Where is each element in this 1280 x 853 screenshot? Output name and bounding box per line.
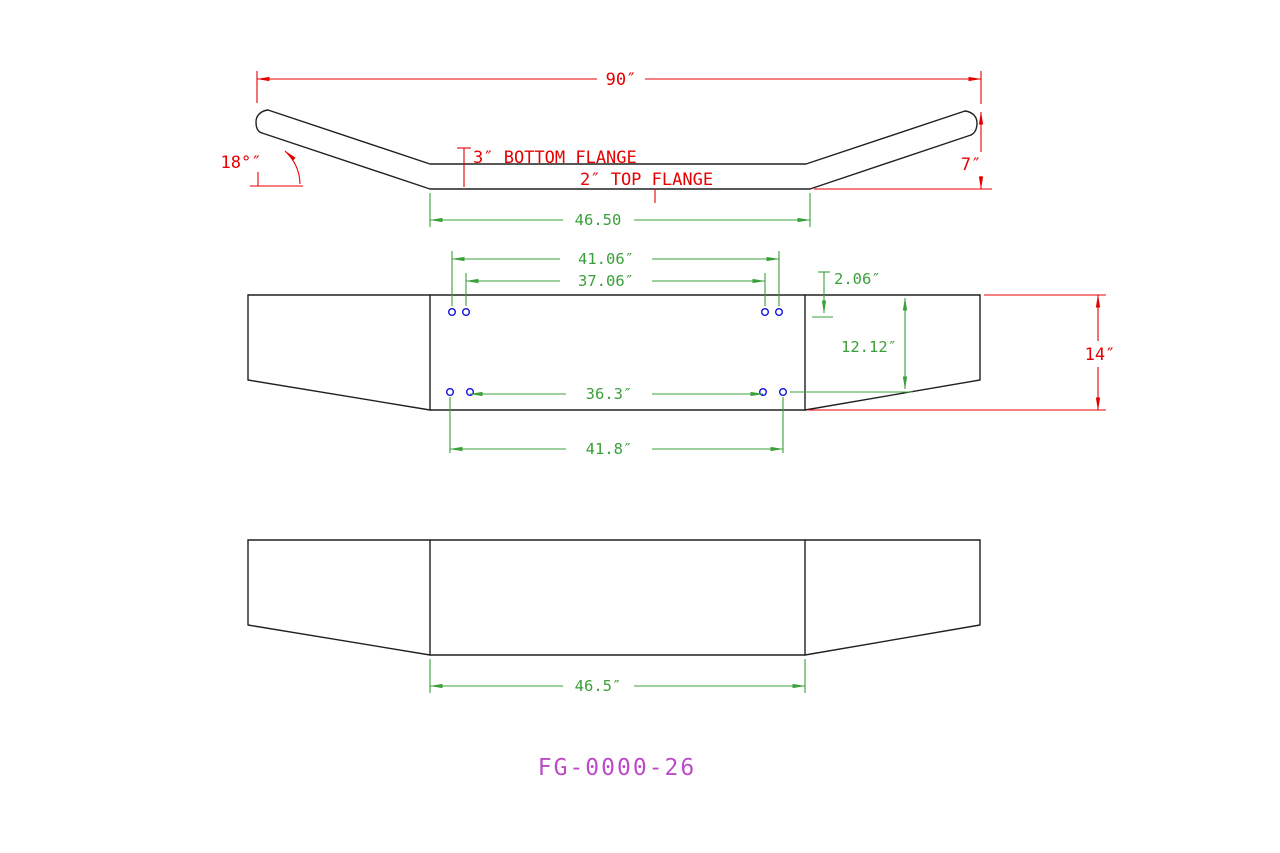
dim-overall-width-label: 90″	[606, 70, 637, 90]
bolt-hole	[761, 308, 770, 317]
dim-bottom-inner-span: 36.3″	[469, 385, 764, 403]
bottom-view: 46.5″	[247, 539, 981, 695]
dim-overall-height: 14″	[808, 294, 1116, 411]
label-top-flange: 2″ TOP FLANGE	[580, 170, 713, 203]
bumper-profile-outline	[255, 109, 978, 190]
dim-end-angle: 18°″	[221, 150, 303, 187]
dim-right-height-label: 7″	[961, 155, 981, 175]
dim-top-outer-span-label: 41.06″	[578, 250, 634, 268]
part-number: FG-0000-26	[538, 755, 696, 781]
dim-bottom-inner-span-label: 36.3″	[586, 385, 633, 403]
dim-top-inner-span: 37.06″	[465, 272, 766, 306]
dim-vertical-span: 12.12″	[790, 297, 913, 393]
label-bottom-flange-text: 3″ BOTTOM FLANGE	[473, 148, 637, 168]
dim-center-width-top-label: 46.50	[575, 211, 622, 229]
dim-center-width-top: 46.50	[429, 193, 811, 229]
bolt-hole	[775, 308, 784, 317]
dim-top-outer-span: 41.06″	[451, 250, 780, 306]
dim-bottom-outer-span-label: 41.8″	[586, 440, 633, 458]
dim-center-width-bottom: 46.5″	[429, 659, 806, 695]
label-top-flange-text: 2″ TOP FLANGE	[580, 170, 713, 190]
dim-overall-width: 90″	[256, 70, 982, 104]
bolt-hole	[779, 388, 788, 397]
bumper-front-outline	[247, 294, 981, 411]
bolt-hole	[462, 308, 471, 317]
dim-right-height: 7″	[814, 111, 992, 190]
dim-top-edge-offset: 2.06″	[812, 270, 881, 318]
dim-top-inner-span-label: 37.06″	[578, 272, 634, 290]
label-bottom-flange: 3″ BOTTOM FLANGE	[457, 147, 637, 187]
dim-center-width-bottom-label: 46.5″	[575, 677, 622, 695]
dim-end-angle-label: 18°″	[221, 153, 262, 173]
bolt-holes	[446, 308, 788, 397]
bolt-hole	[446, 388, 455, 397]
bolt-hole	[448, 308, 457, 317]
dim-bottom-outer-span: 41.8″	[449, 397, 784, 458]
top-profile-view: 90″ 18°″ 7″ 3″ BOTTOM FLANGE 2″ TOP FLAN…	[221, 70, 992, 229]
dim-vertical-span-label: 12.12″	[841, 338, 897, 356]
dim-overall-height-label: 14″	[1085, 345, 1116, 365]
bumper-bottom-outline	[247, 539, 981, 656]
dim-top-edge-offset-label: 2.06″	[834, 270, 881, 288]
front-view: 41.06″ 37.06″ 2.06″ 12.12″ 36.3″	[247, 250, 1116, 458]
